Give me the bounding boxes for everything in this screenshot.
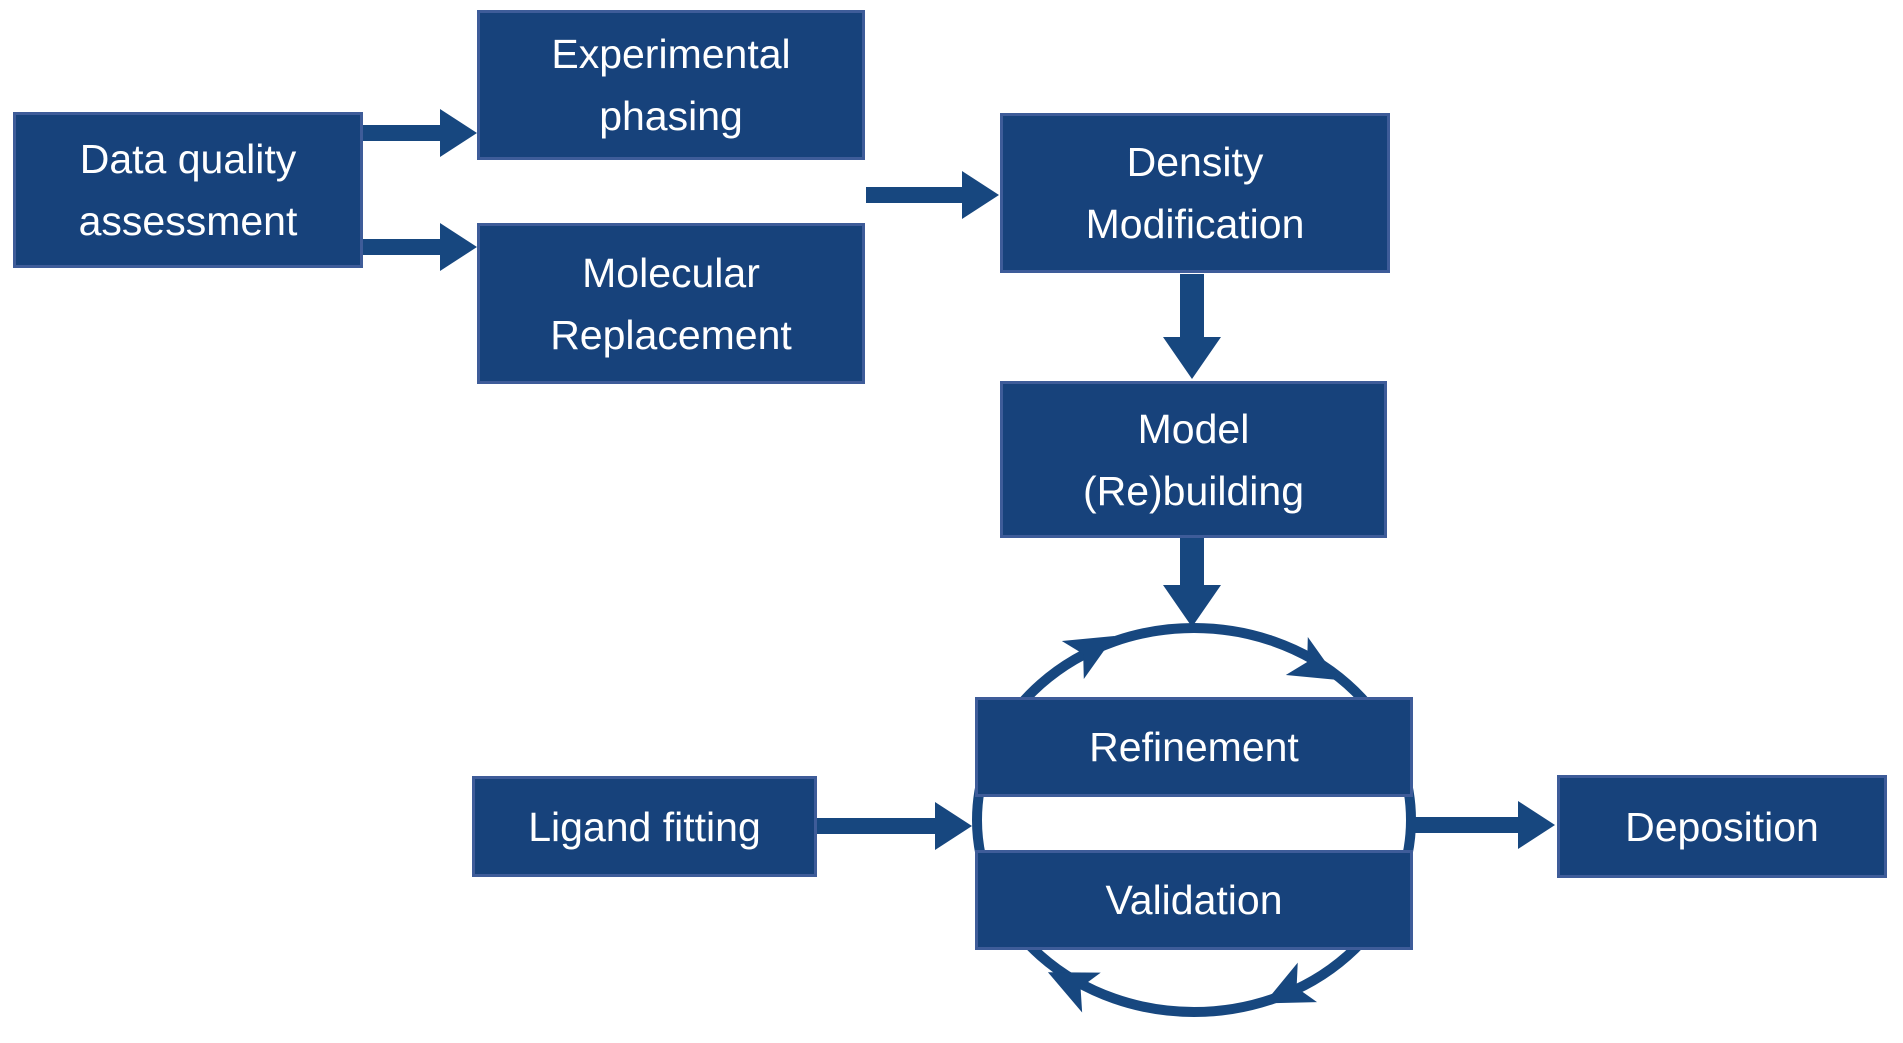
cycle-arrowhead-bottom-right-icon xyxy=(1264,962,1318,1004)
node-label-line: Deposition xyxy=(1625,803,1819,850)
arrow-ligand-fitting-to-cycle xyxy=(816,802,972,850)
cycle-arrowhead-top-right-icon xyxy=(1285,636,1339,680)
arrow-phasing-to-density-modification xyxy=(866,171,999,219)
cycle-arrowhead-top-left-icon xyxy=(1061,636,1115,680)
arrow-dqa-to-experimental-phasing xyxy=(362,109,477,157)
cycle-arrowhead-bottom-left-icon xyxy=(1047,972,1101,1013)
node-label-line: assessment xyxy=(78,198,298,244)
node-refinement: Refinement xyxy=(975,697,1413,797)
node-deposition: Deposition xyxy=(1557,775,1887,878)
node-label-line: Molecular xyxy=(582,249,760,296)
node-molecular-replacement: Molecular Replacement xyxy=(477,223,865,384)
arrow-density-modification-to-model-rebuilding xyxy=(1163,274,1221,379)
arrow-dqa-to-molecular-replacement xyxy=(362,223,477,271)
node-validation: Validation xyxy=(975,850,1413,950)
node-label-line: Model xyxy=(1137,405,1250,452)
node-label-line: Data quality xyxy=(79,136,297,182)
node-label-line: Ligand fitting xyxy=(528,803,761,850)
node-model-rebuilding: Model (Re)building xyxy=(1000,381,1387,538)
node-label-line: Experimental xyxy=(551,31,791,77)
node-label-line: Validation xyxy=(1105,877,1283,923)
node-experimental-phasing: Experimental phasing xyxy=(477,10,865,160)
node-ligand-fitting: Ligand fitting xyxy=(472,776,817,877)
node-label-line: Replacement xyxy=(550,311,792,358)
arrow-model-rebuilding-to-cycle xyxy=(1163,538,1221,627)
node-label-line: Refinement xyxy=(1089,724,1299,770)
arrow-cycle-to-deposition xyxy=(1412,801,1555,849)
node-data-quality-assessment: Data quality assessment xyxy=(13,112,363,268)
refinement-validation-cycle-ring xyxy=(972,623,1416,1017)
node-label-line: (Re)building xyxy=(1082,467,1305,514)
node-label-line: Modification xyxy=(1085,201,1305,247)
node-label-line: phasing xyxy=(599,93,743,139)
node-density-modification: Density Modification xyxy=(1000,113,1390,273)
node-label-line: Density xyxy=(1126,139,1264,185)
